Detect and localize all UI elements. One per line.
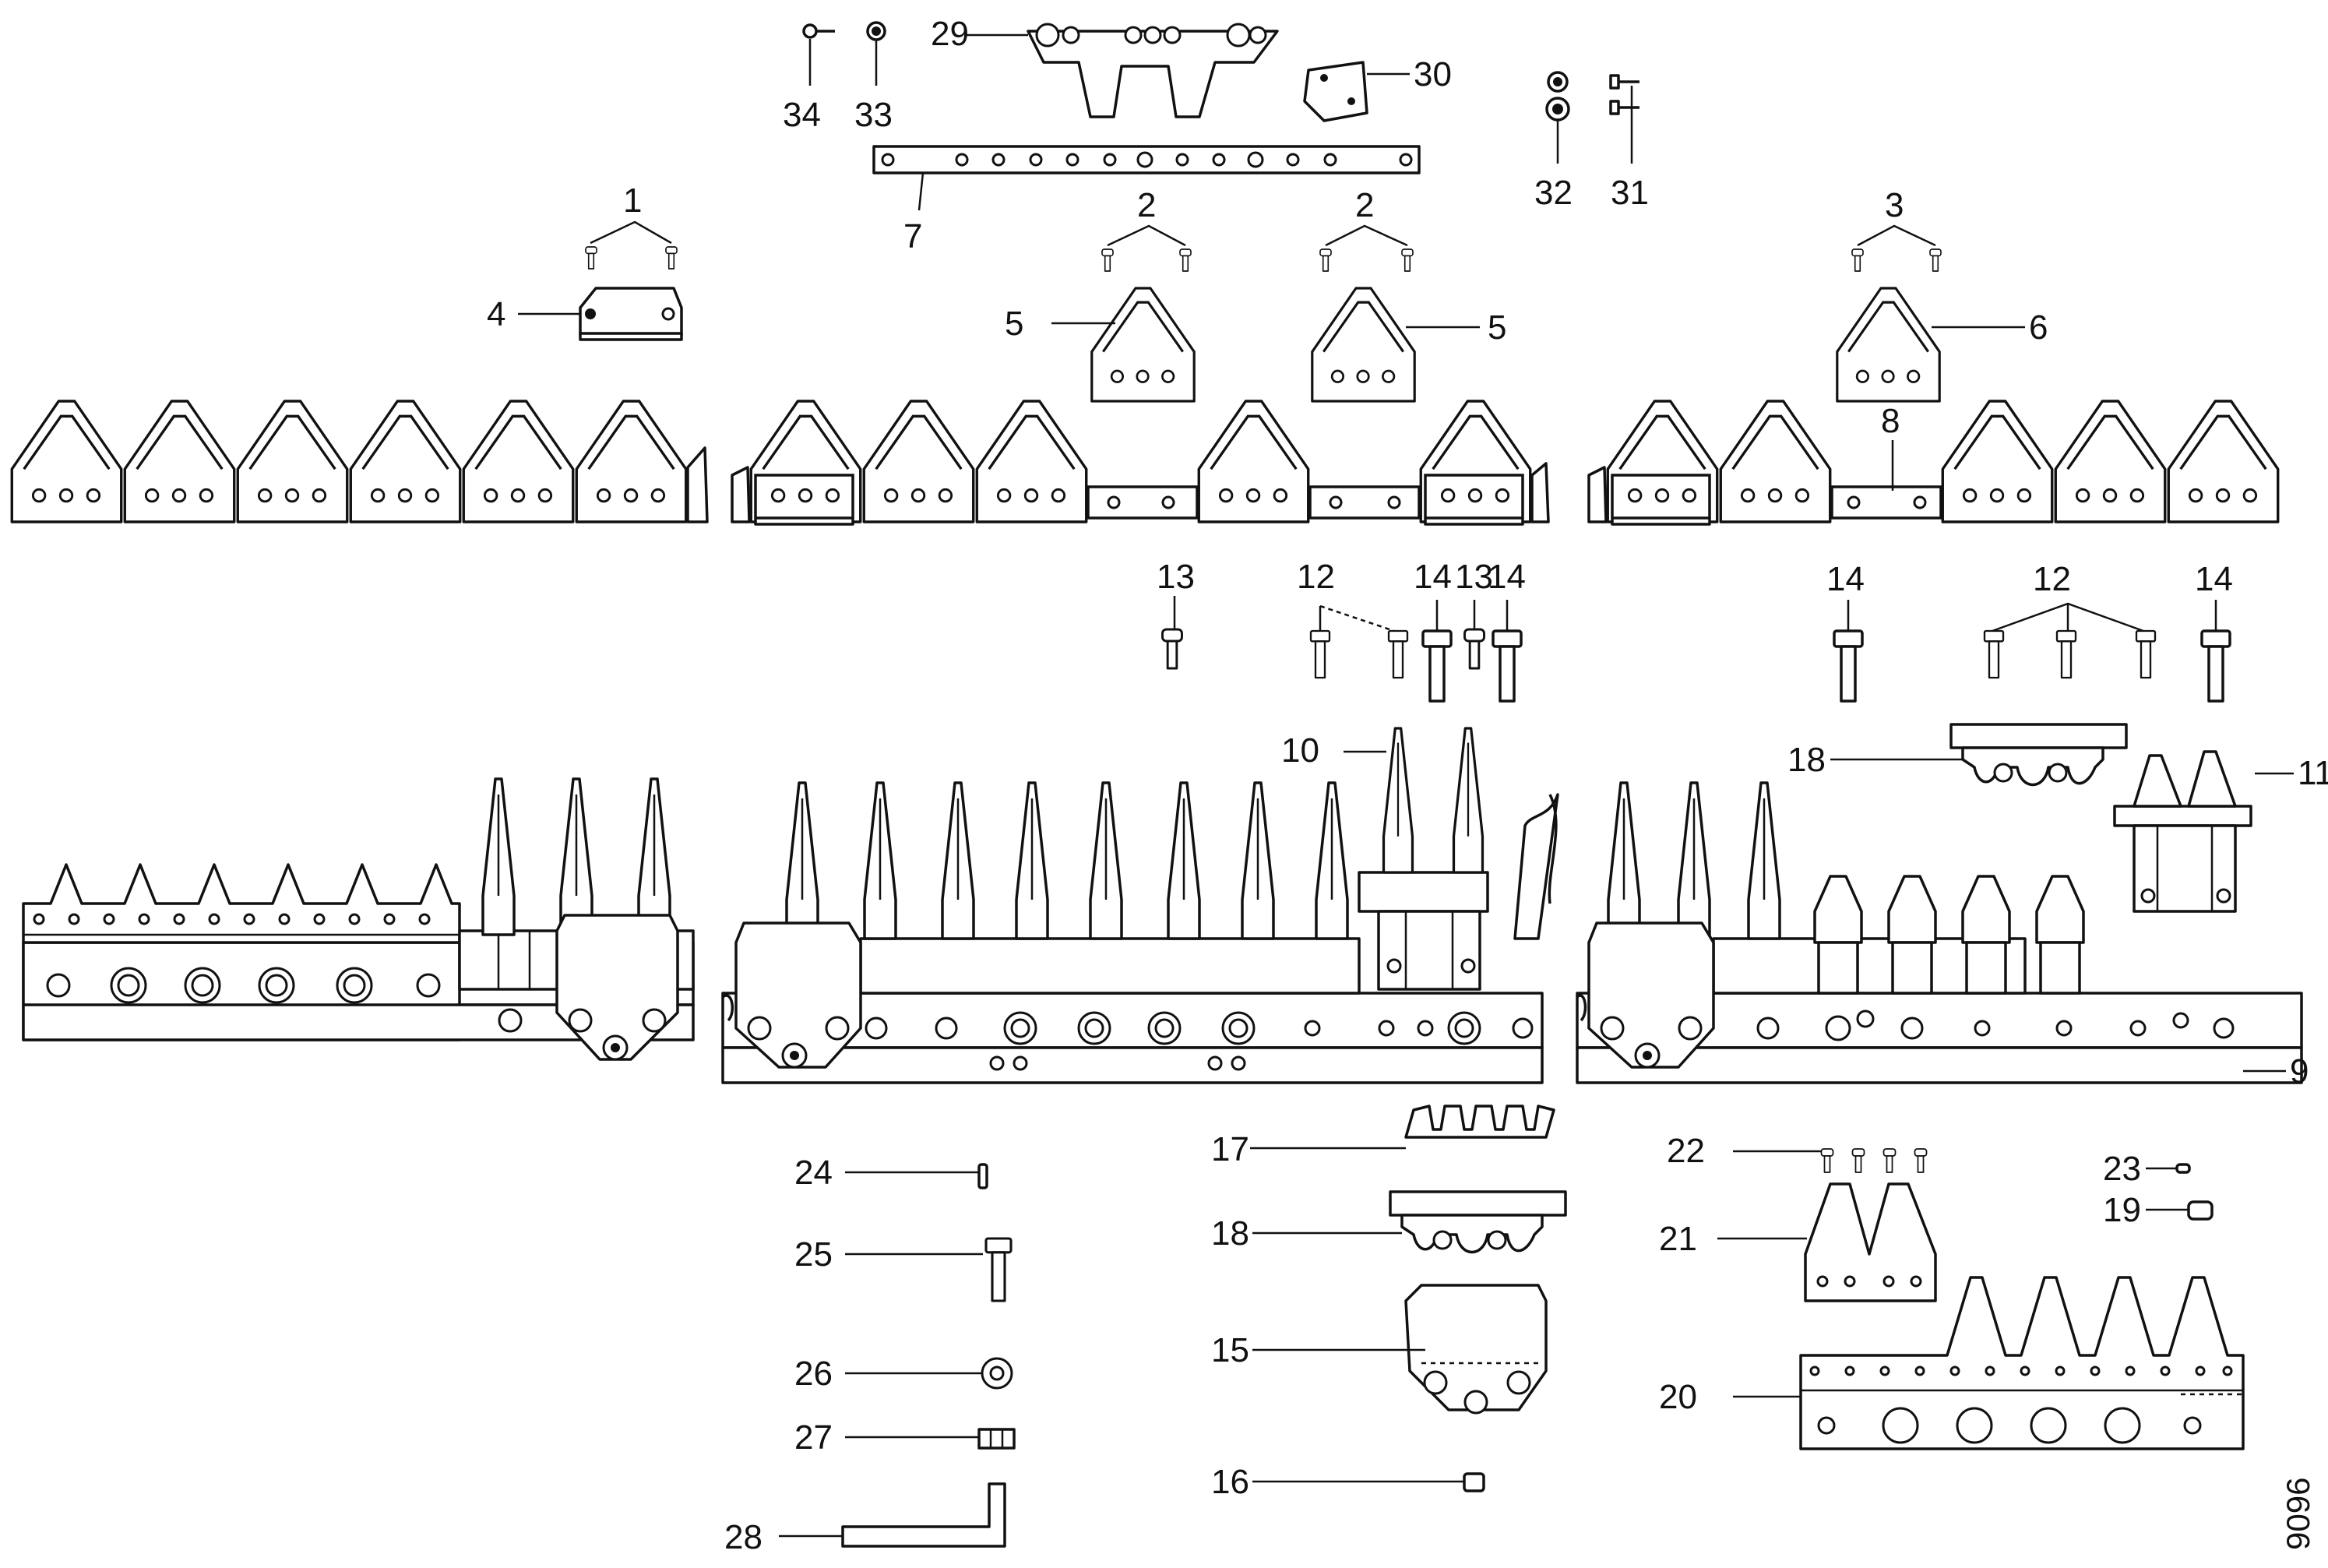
- callout-13: 13: [1455, 558, 1493, 596]
- callout-33: 33: [854, 96, 893, 134]
- callout-20: 20: [1659, 1378, 1697, 1416]
- hold-down-clip-part-18-top: [1949, 723, 2128, 787]
- washer-part-26: [981, 1357, 1013, 1390]
- guard-bar-assembly-right: [1576, 781, 2303, 1084]
- rivets-part-2a: [1101, 248, 1192, 273]
- guard-bar-assembly-left: [22, 777, 695, 1061]
- knife-assembly-left: [10, 400, 709, 523]
- callout-14: 14: [1488, 558, 1526, 596]
- callout-labels: 1 2 2 3 4 5 5 6 7 8 9 10 11 12 12 13 13 …: [487, 15, 2328, 1556]
- callout-5: 5: [1488, 308, 1506, 347]
- double-guard-part-10: [1358, 727, 1489, 991]
- rivets-part-2b: [1319, 248, 1414, 273]
- callout-1: 1: [623, 181, 642, 220]
- callout-23: 23: [2103, 1150, 2141, 1188]
- callout-29: 29: [931, 15, 969, 53]
- callout-19: 19: [2103, 1191, 2141, 1229]
- nuts-part-32: [1545, 71, 1570, 122]
- callout-14: 14: [1414, 558, 1452, 596]
- callout-15: 15: [1211, 1331, 1249, 1369]
- clip-part-15: [1404, 1284, 1548, 1415]
- hold-down-clip-part-18-bottom: [1389, 1190, 1567, 1254]
- callout-18: 18: [1787, 741, 1826, 779]
- callout-28: 28: [724, 1518, 762, 1556]
- double-section-part-21: [1804, 1182, 1937, 1302]
- callout-11: 11: [2298, 754, 2328, 792]
- rivet-part-23: [2175, 1163, 2191, 1174]
- knife-back-bar-part-7: [872, 145, 1421, 174]
- callout-18: 18: [1211, 1214, 1249, 1253]
- figure-number: 9096: [2280, 1478, 2316, 1550]
- callout-9: 9: [2290, 1052, 2309, 1091]
- callout-5: 5: [1005, 305, 1023, 343]
- callout-26: 26: [794, 1355, 833, 1393]
- callout-16: 16: [1211, 1463, 1249, 1501]
- callout-34: 34: [783, 96, 821, 134]
- square-nut-part-16: [1463, 1472, 1485, 1492]
- callout-32: 32: [1534, 174, 1573, 212]
- callout-25: 25: [794, 1235, 833, 1274]
- bolts-row: [1160, 628, 2231, 703]
- knife-assembly-right: [1587, 400, 2280, 526]
- bolt-part-24: [977, 1163, 988, 1189]
- callout-3: 3: [1885, 186, 1904, 224]
- knife-assembly-middle: [731, 400, 1550, 526]
- callout-12: 12: [1297, 558, 1335, 596]
- guard-bar-section-part-20: [1799, 1276, 2245, 1450]
- short-guards-row: [1813, 875, 2085, 995]
- wear-plate-part-17: [1404, 1105, 1555, 1139]
- callout-2: 2: [1355, 186, 1374, 224]
- callout-31: 31: [1611, 174, 1649, 212]
- knife-section-part-5a: [1090, 287, 1196, 403]
- knife-section-part-5b: [1311, 287, 1416, 403]
- callout-14: 14: [1826, 560, 1865, 598]
- callout-17: 17: [1211, 1130, 1249, 1168]
- nut-part-33: [866, 21, 886, 41]
- bolt-part-34: [802, 23, 835, 39]
- rivets-part-3: [1851, 248, 1942, 273]
- callout-27: 27: [794, 1418, 833, 1457]
- nut-part-27: [977, 1428, 1016, 1450]
- callout-21: 21: [1659, 1220, 1697, 1258]
- leader-lines: [518, 33, 2294, 1538]
- double-guard-part-11: [2113, 750, 2252, 913]
- rivets-part-22: [1820, 1148, 1928, 1173]
- pitman-head-part-29: [1027, 23, 1279, 118]
- plate-part-30: [1303, 61, 1368, 122]
- bolts-part-31: [1609, 74, 1639, 115]
- left-bar-rivets: [33, 913, 431, 925]
- callout-4: 4: [487, 295, 505, 333]
- callout-13: 13: [1157, 558, 1195, 596]
- callout-2: 2: [1137, 186, 1156, 224]
- callout-14: 14: [2195, 560, 2233, 598]
- callout-6: 6: [2029, 308, 2048, 347]
- callout-7: 7: [903, 217, 922, 255]
- knife-clip-part-4: [579, 287, 683, 341]
- callout-8: 8: [1881, 402, 1900, 440]
- callout-12: 12: [2033, 560, 2071, 598]
- callout-24: 24: [794, 1154, 833, 1192]
- bushing-part-19: [2187, 1200, 2214, 1221]
- callout-30: 30: [1414, 55, 1452, 93]
- rivets-part-1: [584, 245, 678, 270]
- wrench-part-28: [841, 1482, 1006, 1548]
- callout-10: 10: [1281, 731, 1319, 770]
- guard-bar-assembly-middle: [721, 781, 1559, 1084]
- bolt-part-25: [984, 1237, 1013, 1302]
- knife-section-part-6: [1836, 287, 1941, 403]
- callout-22: 22: [1667, 1132, 1705, 1170]
